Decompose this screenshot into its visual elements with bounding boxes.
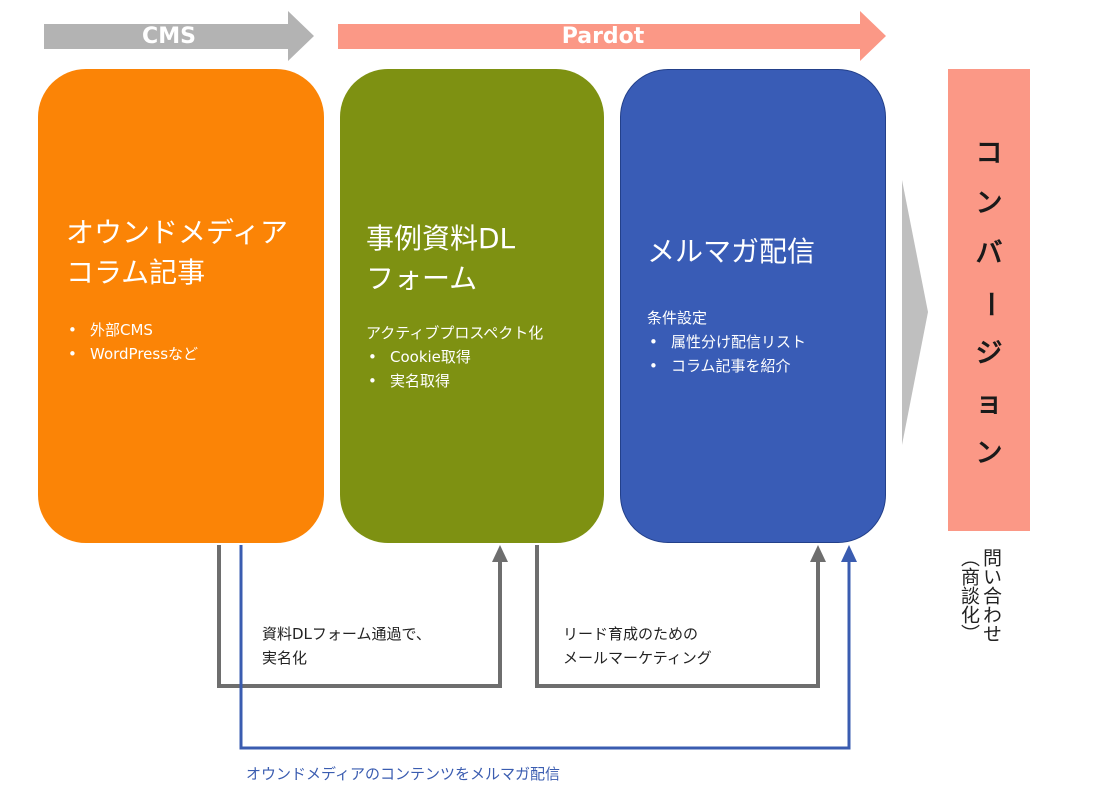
conversion-char: ジ	[975, 338, 1003, 369]
gray-flow-line-2	[535, 545, 820, 688]
conversion-char: バ	[975, 238, 1003, 269]
gray-flow-label-1-line-2: 実名化	[262, 649, 308, 667]
newsletter-details: 条件設定 属性分け配信リスト コラム記事を紹介	[647, 306, 806, 378]
gray-flow-line-1	[217, 545, 502, 688]
gray-flow-label-2-line-2: メールマーケティング	[563, 649, 712, 667]
download-form-bullet-1: Cookie取得	[366, 345, 543, 369]
inquiry-line-2: （商談化）	[958, 548, 980, 643]
conversion-char: ョ	[975, 388, 1003, 419]
inquiry-label: 問い合わせ （商談化）	[958, 548, 1002, 758]
download-form-intro: アクティブプロスペクト化	[366, 324, 544, 342]
conversion-box: コンバージョン	[948, 69, 1030, 531]
download-form-title-line-1: 事例資料DL	[366, 222, 516, 255]
owned-media-bullet-2: WordPressなど	[66, 342, 198, 366]
gray-flow-arrowhead-2	[810, 545, 826, 562]
gray-flow-label-1-line-1: 資料DLフォーム通過で、	[262, 625, 431, 643]
gray-flow-arrowhead-1	[492, 545, 508, 562]
conversion-char: ン	[975, 438, 1003, 469]
conversion-big-arrow	[902, 180, 928, 445]
newsletter-box: メルマガ配信 条件設定 属性分け配信リスト コラム記事を紹介	[620, 69, 886, 543]
gray-flow-label-2-line-1: リード育成のための	[563, 625, 699, 643]
download-form-bullet-2: 実名取得	[366, 369, 543, 393]
newsletter-title-line-1: メルマガ配信	[647, 235, 816, 268]
newsletter-bullet-1: 属性分け配信リスト	[647, 330, 806, 354]
newsletter-intro: 条件設定	[647, 309, 708, 327]
pardot-banner-arrow	[338, 11, 886, 61]
download-form-title: 事例資料DL フォーム	[366, 219, 515, 299]
cms-banner-arrow	[44, 11, 314, 61]
conversion-char: ー	[974, 290, 1005, 318]
download-form-box: 事例資料DL フォーム アクティブプロスペクト化 Cookie取得 実名取得	[340, 69, 604, 543]
pardot-banner-label: Pardot	[561, 24, 645, 49]
inquiry-line-1: 問い合わせ	[980, 548, 1002, 643]
newsletter-bullet-2: コラム記事を紹介	[647, 354, 806, 378]
conversion-char: コ	[975, 138, 1003, 169]
owned-media-details: 外部CMS WordPressなど	[66, 318, 198, 366]
cms-banner-label: CMS	[142, 24, 196, 49]
owned-media-bullet-1: 外部CMS	[66, 318, 198, 342]
conversion-char: ン	[975, 188, 1003, 219]
blue-flow-label: オウンドメディアのコンテンツをメルマガ配信	[246, 765, 560, 783]
blue-flow-line	[239, 545, 851, 750]
owned-media-box: オウンドメディア コラム記事 外部CMS WordPressなど	[38, 69, 324, 543]
blue-flow-arrowhead	[841, 545, 857, 562]
gray-flow-label-2: リード育成のための メールマーケティング	[563, 622, 712, 670]
download-form-details: アクティブプロスペクト化 Cookie取得 実名取得	[366, 321, 543, 393]
newsletter-title: メルマガ配信	[647, 232, 815, 272]
download-form-title-line-2: フォーム	[366, 262, 478, 295]
conversion-label: コンバージョン	[948, 129, 1030, 479]
gray-flow-label-1: 資料DLフォーム通過で、 実名化	[262, 622, 431, 670]
owned-media-title-line-1: オウンドメディア	[66, 216, 289, 249]
owned-media-title-line-2: コラム記事	[66, 256, 206, 289]
owned-media-title: オウンドメディア コラム記事	[66, 213, 288, 293]
